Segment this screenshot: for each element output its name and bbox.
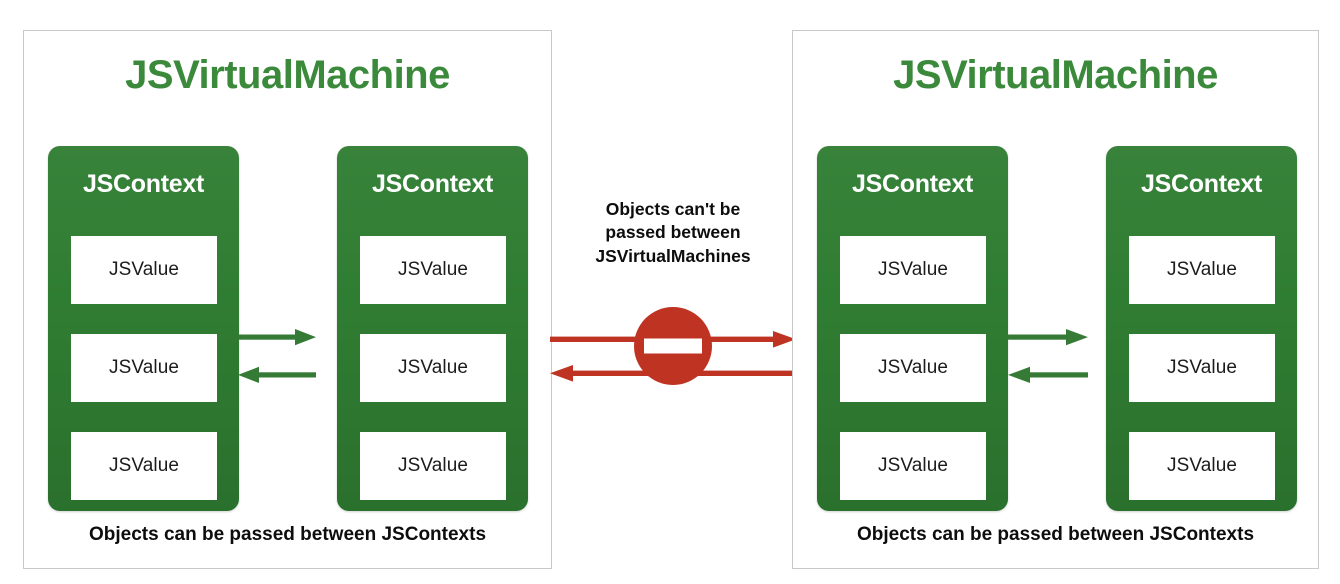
jsvalue-label: JSValue — [108, 357, 180, 378]
jsvalue-label: JSValue — [397, 357, 469, 378]
jsvalue-box: JSValue — [71, 432, 217, 500]
jsvirtualmachine-title-right: JSVirtualMachine — [893, 53, 1218, 97]
jsvirtualmachine-caption-right: Objects can be passed between JSContexts — [856, 524, 1255, 545]
blocked-label-line-1: Objects can't be — [605, 199, 741, 219]
jsvalue-label: JSValue — [1166, 455, 1238, 476]
jscontext-title: JSContext — [1141, 170, 1262, 198]
jsvalue-label: JSValue — [877, 357, 949, 378]
jsvalue-box: JSValue — [840, 334, 986, 402]
jsvalue-box: JSValue — [1129, 432, 1275, 500]
jscontext-card-right-2: JSContext JSValue JSValue JSValue — [1106, 146, 1297, 511]
jsvalue-box: JSValue — [71, 334, 217, 402]
blocked-label-line-2: passed between — [605, 222, 741, 243]
jsvalue-label: JSValue — [108, 259, 180, 280]
jsvalue-box: JSValue — [360, 236, 506, 304]
jsvalue-box: JSValue — [360, 334, 506, 402]
jsvalue-label: JSValue — [877, 259, 949, 280]
jsvalue-box: JSValue — [1129, 334, 1275, 402]
jsvalue-box: JSValue — [71, 236, 217, 304]
jsvalue-box: JSValue — [840, 432, 986, 500]
jsvirtualmachine-caption-left: Objects can be passed between JSContexts — [88, 524, 487, 545]
jsvalue-box: JSValue — [360, 432, 506, 500]
jscontext-card-left-2: JSContext JSValue JSValue JSValue — [337, 146, 528, 511]
jsvalue-box: JSValue — [1129, 236, 1275, 304]
jsvalue-label: JSValue — [1166, 357, 1238, 378]
jsvirtualmachine-title-left: JSVirtualMachine — [125, 53, 450, 97]
blocked-transfer-label: Objects can't be passed between JSVirtua… — [562, 198, 784, 268]
jscontext-title: JSContext — [83, 170, 204, 198]
no-entry-bar — [644, 338, 702, 354]
no-entry-sign-icon — [634, 307, 712, 385]
jscontext-title: JSContext — [852, 170, 973, 198]
jsvirtualmachine-panel-left: JSVirtualMachine JSContext JSValue JSVal… — [23, 30, 552, 569]
jsvalue-label: JSValue — [397, 455, 469, 476]
jsvirtualmachine-panel-right: JSVirtualMachine JSContext JSValue JSVal… — [792, 30, 1319, 569]
blocked-label-line-3: JSVirtualMachines — [595, 245, 751, 266]
jsvalue-label: JSValue — [397, 259, 469, 280]
jscontext-card-left-1: JSContext JSValue JSValue JSValue — [48, 146, 239, 511]
jsvalue-box: JSValue — [840, 236, 986, 304]
jscontext-title: JSContext — [372, 170, 493, 198]
jsvalue-label: JSValue — [1166, 259, 1238, 280]
jsvalue-label: JSValue — [877, 455, 949, 476]
jsvalue-label: JSValue — [108, 455, 180, 476]
jscontext-card-right-1: JSContext JSValue JSValue JSValue — [817, 146, 1008, 511]
